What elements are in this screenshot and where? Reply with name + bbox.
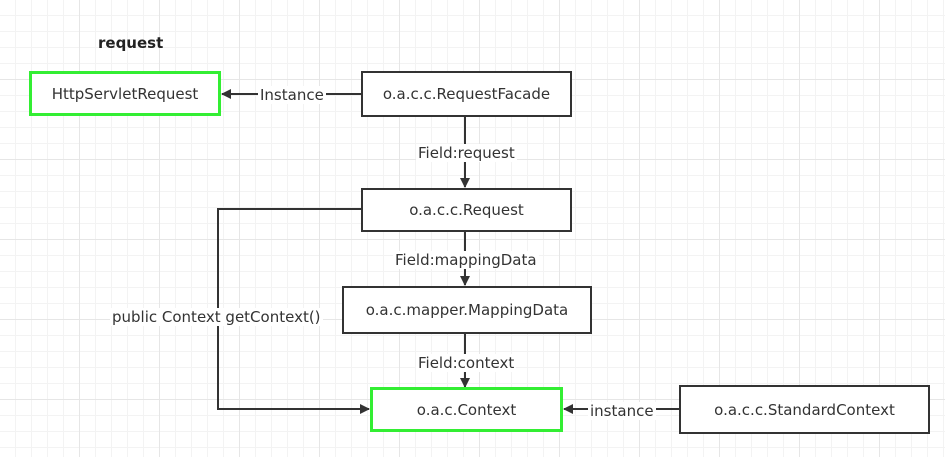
edge-label-instance: Instance: [258, 86, 326, 104]
edge-label-field-request: Field:request: [416, 144, 517, 162]
node-request-label: o.a.c.c.Request: [409, 201, 524, 219]
diagram-title: request: [98, 34, 164, 52]
node-request-facade-label: o.a.c.c.RequestFacade: [382, 85, 551, 103]
edge-label-get-context: public Context getContext(): [110, 308, 323, 326]
edge-label-field-mappingdata: Field:mappingData: [393, 251, 539, 269]
node-context[interactable]: o.a.c.Context: [370, 387, 563, 432]
edge-label-instance-lower: instance: [588, 402, 656, 420]
node-context-label: o.a.c.Context: [416, 400, 517, 419]
node-mapping-data[interactable]: o.a.c.mapper.MappingData: [342, 286, 592, 334]
node-http-servlet-request-label: HttpServletRequest: [51, 84, 199, 103]
node-request-facade[interactable]: o.a.c.c.RequestFacade: [361, 71, 572, 117]
node-http-servlet-request[interactable]: HttpServletRequest: [29, 71, 221, 116]
node-standard-context-label: o.a.c.c.StandardContext: [714, 400, 895, 419]
edge-label-field-context: Field:context: [416, 354, 517, 372]
node-mapping-data-label: o.a.c.mapper.MappingData: [365, 301, 569, 319]
node-request[interactable]: o.a.c.c.Request: [361, 188, 572, 232]
node-standard-context[interactable]: o.a.c.c.StandardContext: [679, 385, 930, 434]
